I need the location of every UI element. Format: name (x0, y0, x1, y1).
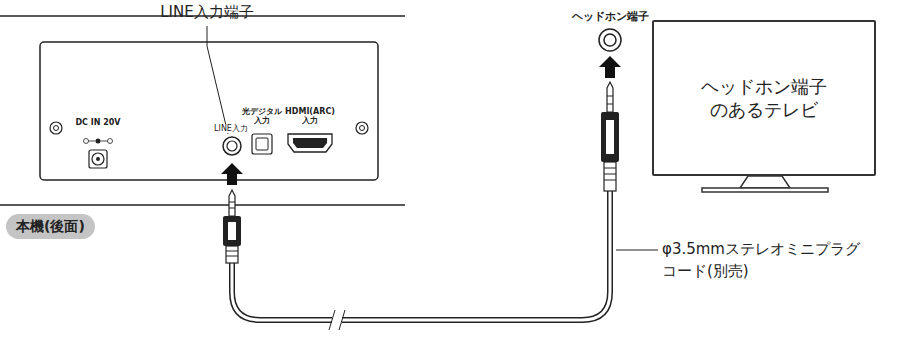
cable-label: φ3.5mmステレオミニプラグ コード(別売) (662, 239, 860, 283)
terminal-label: ヘッドホン端子 (572, 11, 649, 24)
terminal-label: LINE入力 (214, 124, 248, 133)
line-in-jack (223, 137, 241, 155)
leader-line (207, 26, 228, 134)
insert-arrow (599, 56, 621, 78)
screw (360, 126, 365, 131)
screw (54, 126, 59, 131)
node-text: ヘッドホン端子 のあるテレビ (701, 75, 827, 122)
headphone-jack (599, 29, 621, 51)
screw (50, 122, 62, 134)
terminal-label: DC IN 20V (75, 118, 120, 127)
device-tag: 本機(後面) (6, 214, 95, 239)
screw (356, 122, 368, 134)
cable (232, 190, 610, 320)
dc-jack (84, 139, 113, 169)
node-text: 本機(後面) (16, 217, 85, 235)
mini-plug (601, 82, 619, 191)
rear-panel (40, 42, 378, 180)
optical-jack (252, 134, 272, 154)
tv-stand (702, 188, 828, 192)
mini-plug (223, 190, 241, 263)
terminal-label: HDMI(ARC) 入力 (285, 107, 335, 125)
tv-screen: ヘッドホン端子 のあるテレビ (652, 20, 876, 176)
terminal-label: 光デジタル 入力 (242, 107, 282, 125)
leader-line (616, 250, 658, 251)
cable-break (339, 310, 345, 330)
cable-break (329, 310, 335, 330)
tv-stand (740, 176, 790, 188)
soundbar-edge (0, 204, 405, 206)
hdmi-jack (288, 134, 332, 152)
cable (232, 190, 610, 320)
insert-arrow (221, 163, 243, 185)
callout-label: LINE入力端子 (160, 4, 253, 21)
